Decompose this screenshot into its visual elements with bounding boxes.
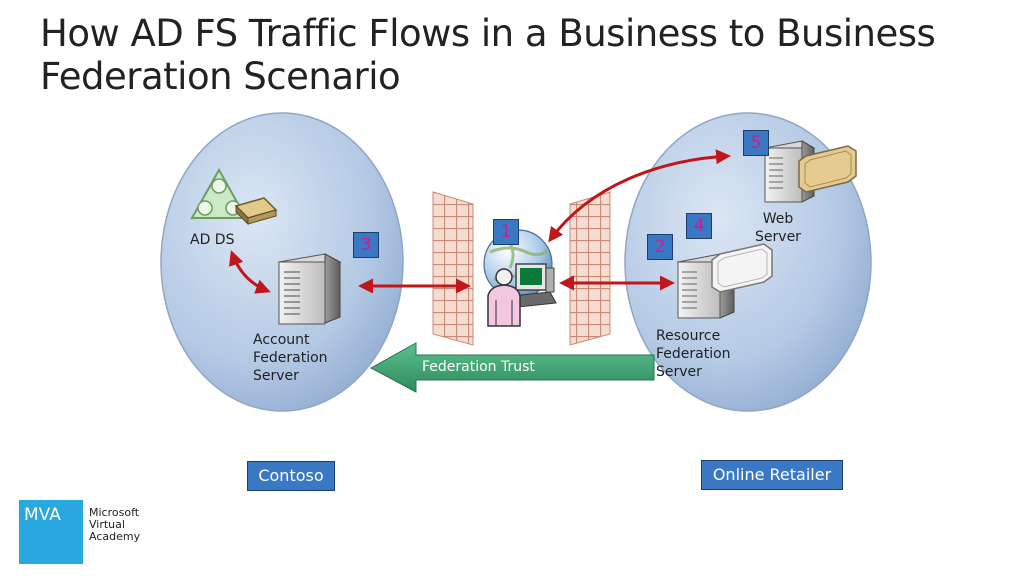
computer-icon	[511, 263, 557, 308]
web-server-label-line: Server	[755, 229, 801, 245]
slide-title: How AD FS Traffic Flows in a Business to…	[40, 12, 1000, 98]
firewall-icon	[569, 191, 611, 346]
mva-name-line: Virtual	[89, 518, 125, 531]
step-badge-3: 3	[353, 232, 379, 258]
step-badge-2: 2	[647, 234, 673, 260]
server-label-line: Federation	[656, 346, 731, 362]
mva-logo	[19, 500, 83, 564]
document-icon	[234, 197, 278, 226]
server-icon	[277, 253, 342, 325]
ad-ds-label: AD DS	[190, 232, 235, 248]
resource-federation-server-label: Resource Federation Server	[656, 327, 731, 381]
mva-name-line: Academy	[89, 530, 141, 543]
mva-logo-text: MVA	[24, 505, 61, 525]
server-label-line: Server	[253, 368, 299, 384]
title-line-2: Federation Scenario	[40, 55, 401, 98]
account-federation-server-label: Account Federation Server	[253, 331, 328, 385]
step-badge-1: 1	[493, 219, 519, 245]
ad-ds-triangle-icon	[190, 167, 248, 219]
document-icon	[798, 145, 857, 193]
server-label-line: Server	[656, 364, 702, 380]
document-icon	[711, 243, 773, 293]
mva-name-line: Microsoft	[89, 506, 140, 519]
mva-name: Microsoft Virtual Academy	[89, 507, 140, 543]
step-badge-4: 4	[686, 213, 712, 239]
firewall-icon	[432, 191, 474, 346]
user-icon	[487, 268, 521, 327]
step-badge-5: 5	[743, 130, 769, 156]
server-label-line: Account	[253, 332, 310, 348]
title-line-1: How AD FS Traffic Flows in a Business to…	[40, 12, 936, 55]
org-label-online-retailer: Online Retailer	[701, 460, 843, 490]
org-label-contoso: Contoso	[247, 461, 335, 491]
web-server-label: Web Server	[755, 210, 801, 246]
federation-trust-label: Federation Trust	[422, 359, 535, 375]
server-label-line: Resource	[656, 328, 721, 344]
traffic-arrow-ad-ds	[228, 250, 271, 294]
server-label-line: Federation	[253, 350, 328, 366]
federation-trust-arrow	[369, 342, 655, 393]
web-server-label-line: Web	[762, 211, 794, 227]
traffic-arrow-client-to-web	[548, 149, 731, 243]
